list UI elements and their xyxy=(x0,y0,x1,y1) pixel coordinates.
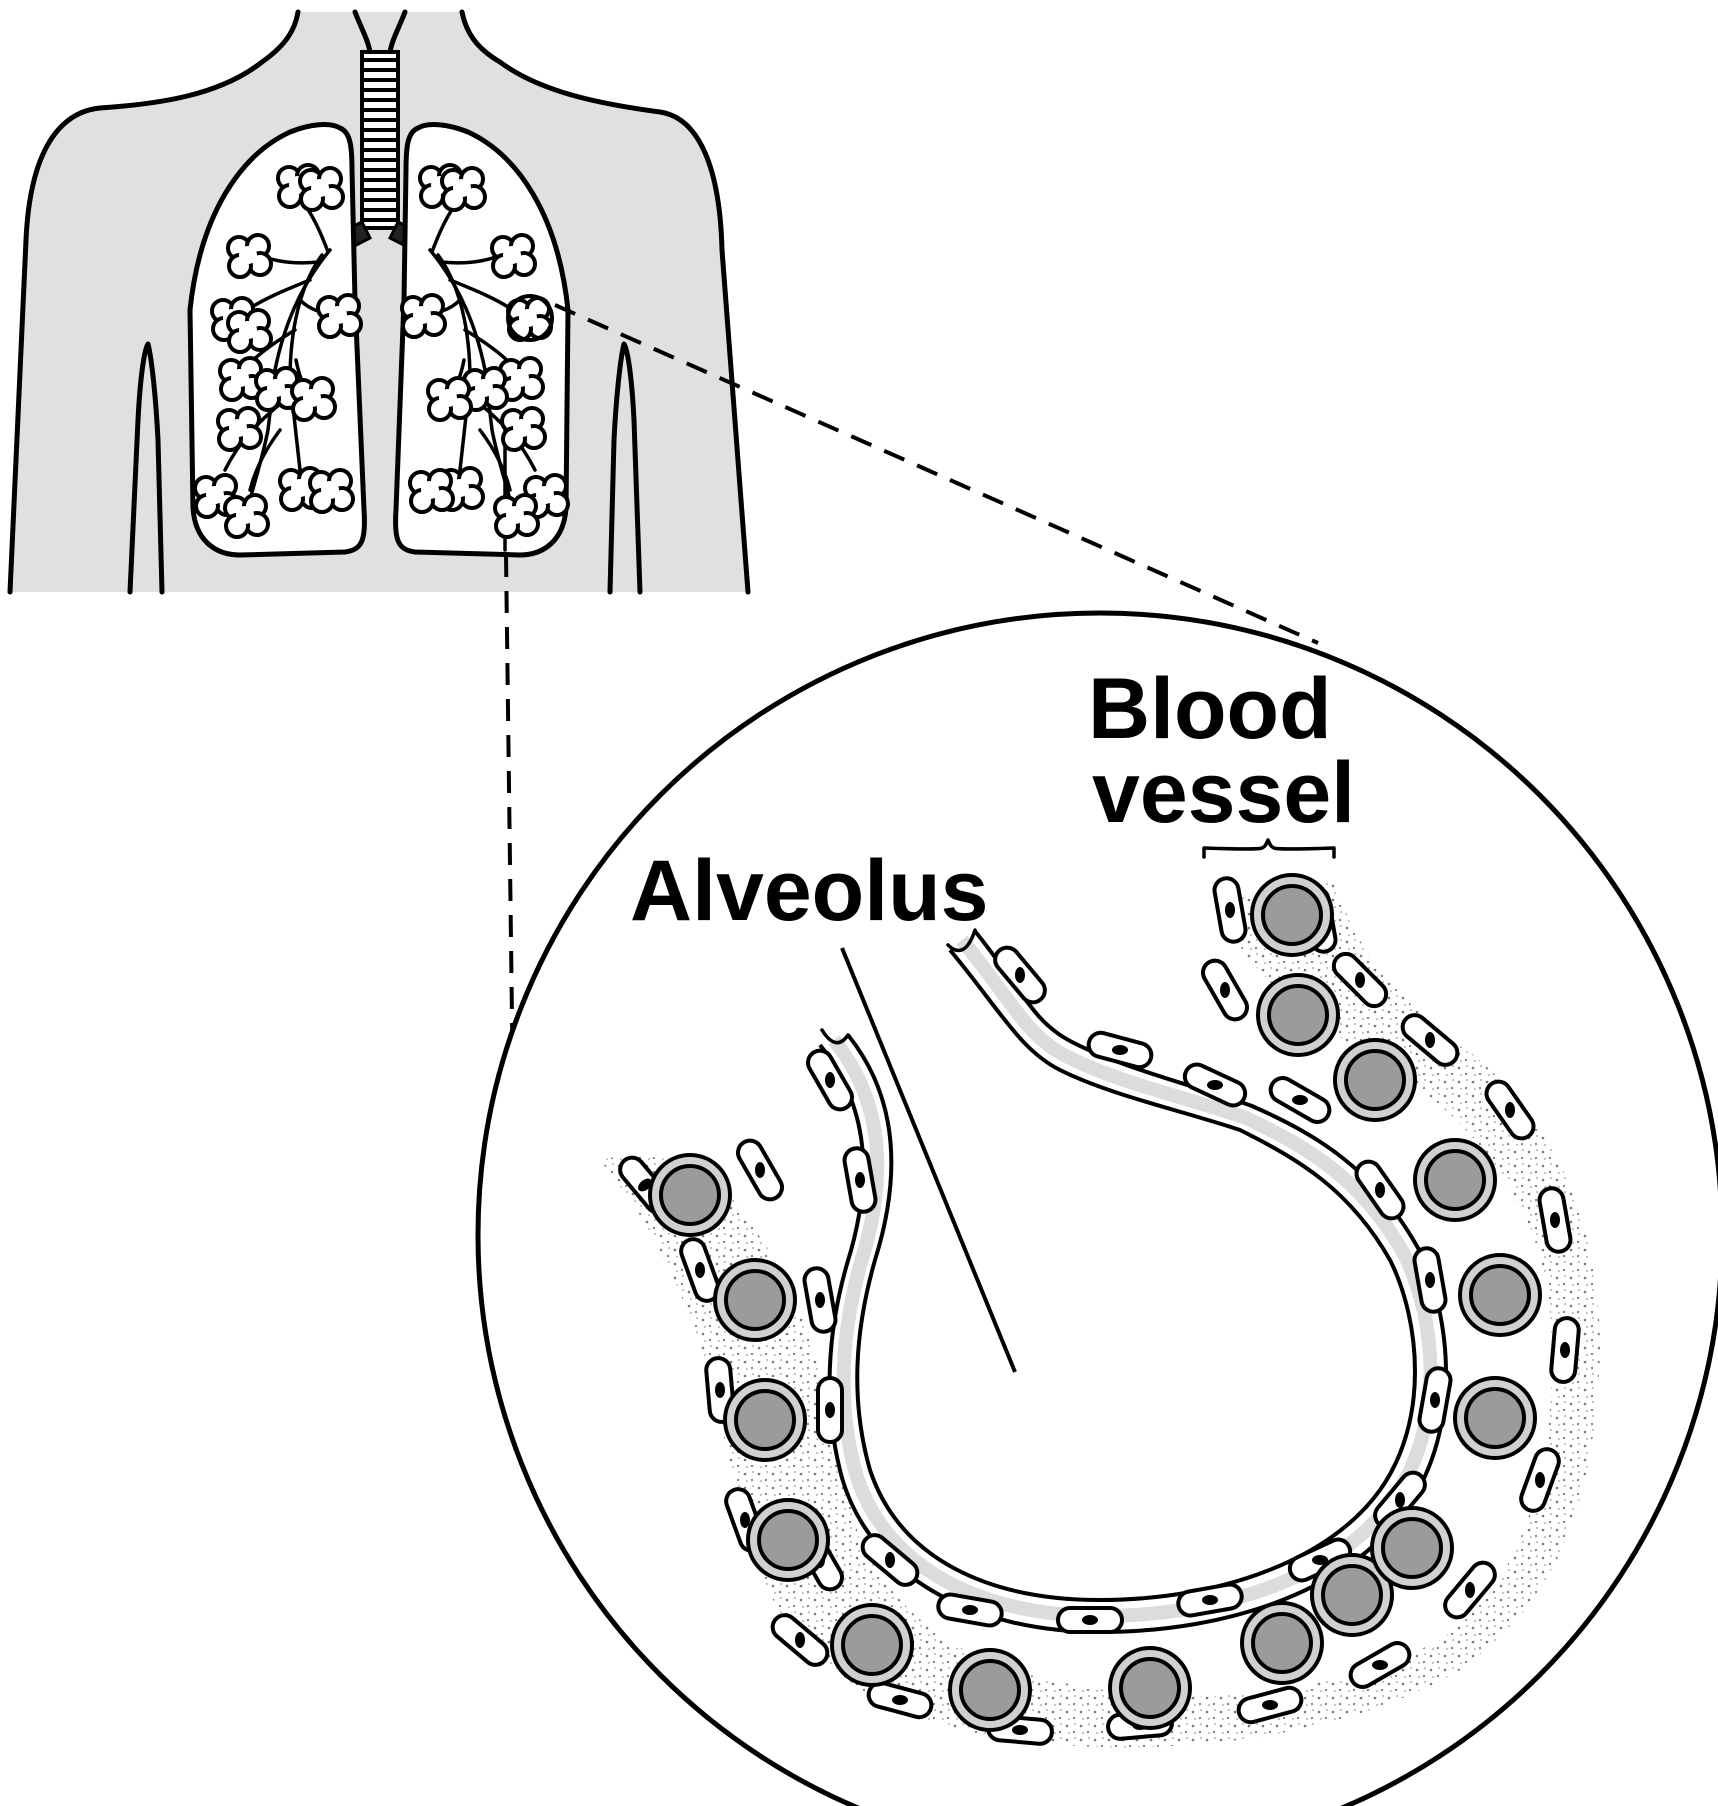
red-blood-cell xyxy=(1455,1378,1535,1458)
red-blood-cell xyxy=(725,1380,805,1460)
red-blood-cell xyxy=(950,1650,1030,1730)
red-blood-cell xyxy=(1252,875,1332,955)
red-blood-cell xyxy=(1110,1648,1190,1728)
red-blood-cell xyxy=(1372,1508,1452,1588)
red-blood-cell xyxy=(1335,1040,1415,1120)
red-blood-cell xyxy=(1258,975,1338,1055)
blood-vessel-label-line2: vessel xyxy=(1092,745,1355,841)
alveolus-label: Alveolus xyxy=(630,843,988,939)
red-blood-cell xyxy=(650,1155,730,1235)
blood-vessel-label-line1: Blood xyxy=(1088,661,1332,757)
red-blood-cell xyxy=(1415,1140,1495,1220)
red-blood-cell xyxy=(1460,1255,1540,1335)
red-blood-cell xyxy=(715,1260,795,1340)
red-blood-cell xyxy=(748,1500,828,1580)
red-blood-cell xyxy=(1242,1603,1322,1683)
red-blood-cell xyxy=(832,1605,912,1685)
